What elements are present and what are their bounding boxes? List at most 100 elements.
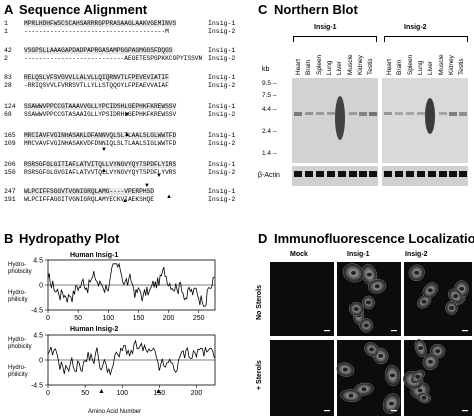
cell-nucleus <box>415 374 421 379</box>
sequence-name: Insig-1 <box>208 103 236 110</box>
x-tick-label: 50 <box>81 390 89 397</box>
sequence-name: Insig-1 <box>208 132 236 139</box>
tissue-label: Testis <box>367 58 375 75</box>
cell-nucleus <box>378 353 384 358</box>
cell-nucleus <box>366 300 371 305</box>
alignment-row: 109 MRCVAVFVGINHASAKVDFDNNIQLSLTLAALSIGLW… <box>4 140 244 148</box>
tissue-label: Liver <box>427 60 435 75</box>
cell-nucleus <box>421 299 427 304</box>
tissue-label: Liver <box>336 60 344 75</box>
alignment-row: 191 WLPCIFFAGGITVGNIGRQLAMYECKVIAEKSHQE In… <box>4 196 244 204</box>
tissue-label: Kidney <box>356 55 364 75</box>
tissue-label: Lung <box>416 60 424 75</box>
cell-nucleus <box>353 307 359 311</box>
cell-nucleus <box>363 323 369 328</box>
mutation-arrow-icon: ▲ <box>122 198 128 204</box>
group-label-insig1: Insig-1 <box>314 24 337 31</box>
tissue-label: Testis <box>458 58 466 75</box>
x-tick-label: 200 <box>191 390 203 397</box>
tissue-label: Muscle <box>437 54 445 75</box>
sequence-text: -RRIQSVVLFVRRSVTLLYLLSTQQGYLFPEAEVVAIAF <box>24 82 169 89</box>
sequence-name: Insig-2 <box>208 169 236 176</box>
hydrophilicity-label-2: Hydro- philicity <box>8 365 28 378</box>
tissue-label: Kidney <box>447 55 455 75</box>
sequence-text: SSAWWVPPCCGTASAAIGLLYPSIDRHLGEPHKFKREWSS… <box>24 111 177 118</box>
residue-number: 1 <box>4 20 8 27</box>
cell-nucleus <box>418 346 424 351</box>
cell-nucleus <box>389 401 394 406</box>
row-label-no-sterols: No Sterols <box>256 284 263 320</box>
kb-label: kb <box>262 66 270 73</box>
sequence-name: Insig-2 <box>208 28 236 35</box>
kb-markers: 9.5 –7.5 –4.4 –2.4 –1.4 – <box>262 76 292 166</box>
hydropathy-trace <box>47 339 215 377</box>
sequence-name: Insig-2 <box>208 140 236 147</box>
alignment-row: 2---------------------------AEGETESPGPKK… <box>4 55 244 63</box>
mutation-arrow-icon: ▲ <box>166 194 172 200</box>
sequence-text: MRCVAVFVGINHASAKVDFDNNIQLSLTLAALSIGLWWTF… <box>24 140 177 147</box>
marker-arrow-icon: ▲ <box>98 388 105 395</box>
residue-number: 191 <box>4 196 16 203</box>
sequence-text: VSGPSLLAAAGAPDADPAPRGASAMPGGPAGMGGSFDQGS <box>24 47 173 55</box>
residue-number: 1 <box>4 28 8 35</box>
cell-nucleus <box>453 294 459 299</box>
panel-d-title: Immunofluorescence Localization <box>274 231 474 246</box>
sequence-name: Insig-1 <box>208 161 236 168</box>
tissue-label: Muscle <box>346 54 354 75</box>
panel-a-title: Sequence Alignment <box>19 2 148 17</box>
sequence-name: Insig-2 <box>208 82 236 89</box>
cell-nucleus <box>369 347 375 352</box>
x-tick-label: 250 <box>193 315 205 322</box>
x-tick-label: 200 <box>163 315 175 322</box>
y-tick-label: 4.5 <box>33 258 43 265</box>
y-tick-label: 0 <box>39 283 43 290</box>
mutation-arrow-icon: ▼ <box>144 183 150 189</box>
cell-nucleus <box>342 367 348 372</box>
hydrophobicity-label-1: Hydro- phobicity <box>8 262 32 275</box>
sequence-name: Insig-2 <box>208 196 236 203</box>
immunofluorescence-grid <box>270 262 472 416</box>
bracket-insig2 <box>384 36 468 42</box>
hydrophilicity-label-1: Hydro- philicity <box>8 290 28 303</box>
residue-number: 165 <box>4 132 16 139</box>
cell-nucleus <box>427 288 433 293</box>
x-tick-label: 0 <box>46 390 50 397</box>
residue-number: 2 <box>4 55 8 62</box>
tissue-label: Brain <box>396 59 404 75</box>
row-label-plus-sterols: + Sterols <box>256 360 263 390</box>
marker-arrow-icon: ▲ <box>155 388 162 395</box>
cell-nucleus <box>361 387 367 392</box>
sequence-name: Insig-2 <box>208 111 236 118</box>
sequence-text: WLPCIFFAGGITVGNIGRQLAMYECKVIAEKSHQE <box>24 196 154 203</box>
mutation-arrow-icon: ▲ <box>101 168 107 174</box>
sequence-name: Insig-1 <box>208 20 236 27</box>
x-tick-label: 150 <box>133 315 145 322</box>
cell-nucleus <box>449 305 454 310</box>
residue-number: 150 <box>4 169 16 176</box>
mutation-arrow-icon: ▼ <box>124 112 130 118</box>
y-tick-label: -4.5 <box>31 308 43 315</box>
bracket-insig1 <box>293 36 377 42</box>
cell-nucleus <box>421 395 427 400</box>
y-tick-label: 4.5 <box>33 333 43 340</box>
cell-nucleus <box>414 270 420 275</box>
residue-number: 109 <box>4 140 16 147</box>
cell-nucleus <box>374 284 380 289</box>
x-axis-label: Amino Acid Number <box>88 409 142 415</box>
cell-nucleus <box>428 359 433 364</box>
sequence-text: WLPCIFFSGGVTVGNIGRQLAMG----VPERPHSD <box>24 188 154 196</box>
kb-marker: 4.4 – <box>262 106 277 113</box>
plot1-title: Human Insig-1 <box>70 252 119 259</box>
panel-a-letter: A <box>4 2 14 17</box>
cell-nucleus <box>351 270 356 275</box>
